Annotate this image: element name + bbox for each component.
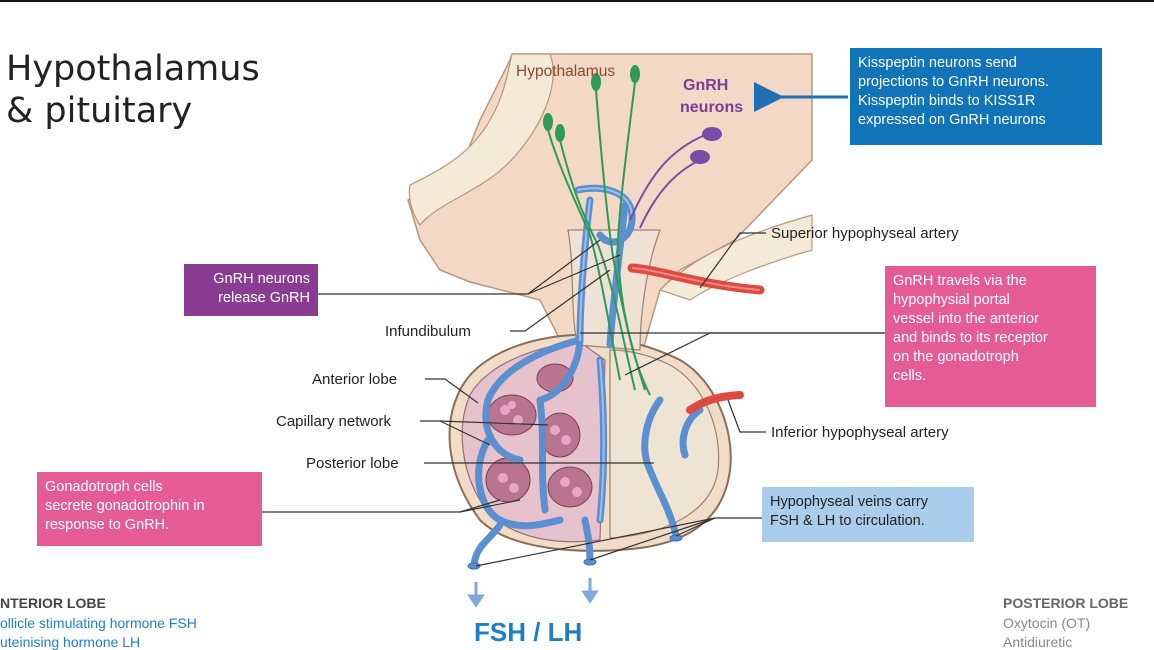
veins-callout: Hypophyseal veins carry FSH & LH to circ…	[762, 487, 974, 542]
travel-line: GnRH travels via the	[893, 273, 1027, 289]
travel-line: cells.	[893, 368, 927, 384]
slide-title: Hypothalamus & pituitary	[6, 48, 260, 132]
travel-line: hypophysial portal	[893, 292, 1010, 308]
kisspeptin-line: projections to GnRH neurons.	[858, 74, 1050, 90]
hypothalamus-label: Hypothalamus	[516, 63, 616, 80]
posterior-lobe-item: Antidiuretic	[1003, 634, 1073, 650]
gnrh-travel-callout: GnRH travels via the hypophysial portal …	[885, 266, 1096, 407]
kisspeptin-line: Kisspeptin binds to KISS1R	[858, 93, 1036, 109]
fsh-lh-output-label: FSH / LH	[474, 617, 583, 647]
anterior-lobe-heading: NTERIOR LOBE	[0, 595, 106, 611]
inferior-artery	[686, 391, 744, 414]
third-ventricle	[408, 53, 554, 227]
travel-line: on the gonadotroph	[893, 349, 1019, 365]
release-line: GnRH neurons	[213, 271, 310, 287]
kisspeptin-line: Kisspeptin neurons send	[858, 55, 1017, 71]
gnrh-release-callout: GnRH neurons release GnRH	[184, 264, 318, 316]
gonadotroph-line: response to GnRH.	[45, 517, 170, 533]
kisspeptin-line: expressed on GnRH neurons	[858, 112, 1046, 128]
inferior-artery-label: Inferior hypophyseal artery	[771, 424, 949, 441]
gonadotroph-line: Gonadotroph cells	[45, 479, 163, 495]
posterior-lobe-tissue	[609, 349, 720, 539]
capillary-network-label: Capillary network	[276, 413, 392, 430]
veins-line: Hypophyseal veins carry	[770, 494, 928, 510]
travel-line: vessel into the anterior	[893, 311, 1039, 327]
release-line: release GnRH	[218, 290, 310, 306]
posterior-lobe-label: Posterior lobe	[306, 455, 399, 472]
top-border	[0, 0, 1154, 2]
slide-title-line1: Hypothalamus	[6, 49, 260, 89]
posterior-lobe-heading: POSTERIOR LOBE	[1003, 595, 1129, 611]
anterior-lobe-item: uteinising hormone LH	[0, 634, 141, 650]
slide-title-line2: & pituitary	[6, 91, 193, 131]
gnrh-neurons-label-line1: GnRH	[683, 77, 729, 94]
posterior-lobe-item: Oxytocin (OT)	[1003, 615, 1091, 631]
kisspeptin-callout: Kisspeptin neurons send projections to G…	[850, 48, 1102, 145]
infundibulum-label: Infundibulum	[385, 323, 471, 340]
anterior-lobe-label: Anterior lobe	[312, 371, 398, 388]
anterior-lobe-item: ollicle stimulating hormone FSH	[0, 615, 197, 631]
gonadotroph-callout: Gonadotroph cells secrete gonadotrophin …	[37, 472, 262, 546]
travel-line: and binds to its receptor	[893, 330, 1048, 346]
gonadotroph-line: secrete gonadotrophin in	[45, 498, 205, 514]
veins-line: FSH & LH to circulation.	[770, 513, 925, 529]
superior-artery-label: Superior hypophyseal artery	[771, 225, 959, 242]
gnrh-neurons-label-line2: neurons	[680, 99, 744, 116]
